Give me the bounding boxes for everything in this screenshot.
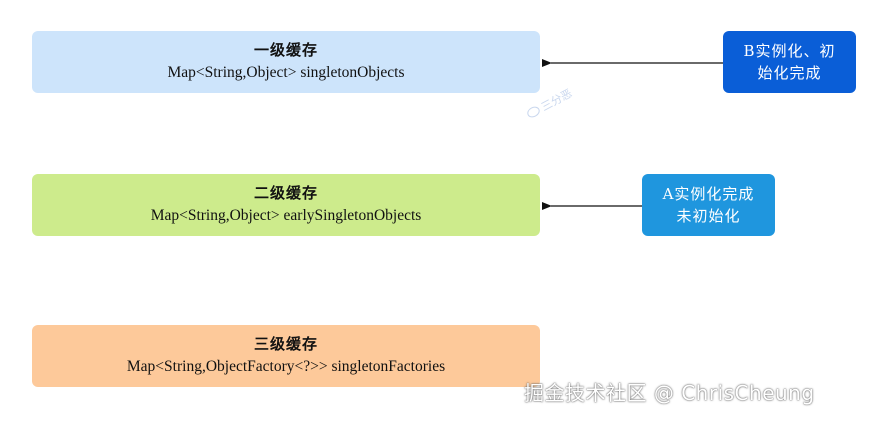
bean-a-state-line1: A实例化完成	[662, 185, 755, 203]
site-watermark: 掘金技术社区 @ ChrisCheung	[524, 381, 815, 405]
first-level-cache-title: 一级缓存	[253, 41, 318, 59]
second-level-cache-field: Map<String,Object> earlySingletonObjects	[150, 207, 422, 224]
bean-a-state-note: A实例化完成 未初始化	[642, 174, 775, 236]
third-level-cache-title: 三级缓存	[253, 335, 318, 353]
third-level-cache-field: Map<String,ObjectFactory<?>> singletonFa…	[126, 358, 446, 375]
second-level-cache-title: 二级缓存	[253, 184, 318, 202]
first-level-cache-field: Map<String,Object> singletonObjects	[167, 64, 405, 81]
bean-b-state-line2: 始化完成	[757, 64, 822, 82]
bean-b-state-note: B实例化、初 始化完成	[723, 31, 856, 93]
second-level-cache-box: 二级缓存 Map<String,Object> earlySingletonOb…	[32, 174, 540, 236]
bean-b-state-line1: B实例化、初	[743, 42, 836, 60]
first-level-cache-box: 一级缓存 Map<String,Object> singletonObjects	[32, 31, 540, 93]
third-level-cache-box: 三级缓存 Map<String,ObjectFactory<?>> single…	[32, 325, 540, 387]
bean-a-state-line2: 未初始化	[676, 207, 741, 225]
